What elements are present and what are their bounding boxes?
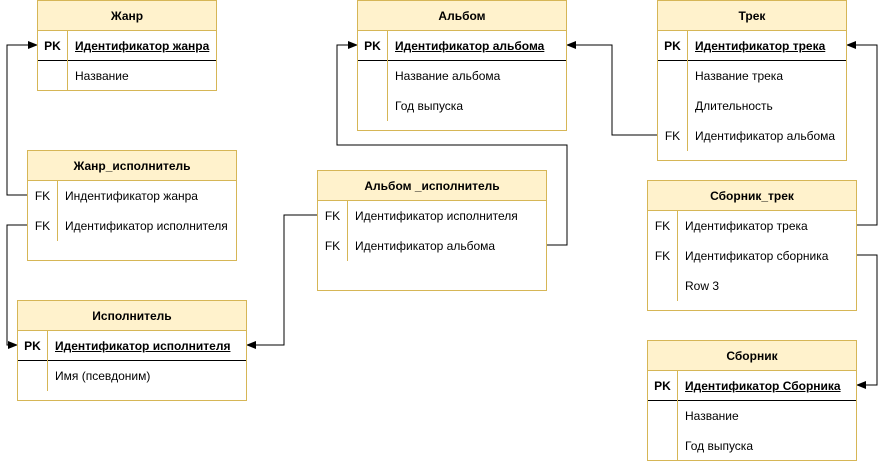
- attribute-label: Идентификатор трека: [685, 219, 808, 233]
- entity-album[interactable]: Альбом PK Идентификатор альбома Название…: [357, 0, 567, 131]
- attribute-row[interactable]: FK Идентификатор альбома: [318, 231, 546, 261]
- key-badge: [648, 401, 678, 431]
- attribute-label: Название альбома: [395, 69, 501, 83]
- attribute-row[interactable]: Название трека: [658, 61, 846, 91]
- entity-title: Исполнитель: [18, 301, 246, 331]
- connector-album-artist-to-artist: [246, 214, 317, 349]
- attribute-label: Row 3: [685, 279, 720, 293]
- key-badge: FK: [318, 231, 348, 261]
- attribute-label: Индентификатор жанра: [65, 189, 198, 203]
- key-badge: FK: [28, 211, 58, 241]
- attribute-row[interactable]: PK Идентификатор исполнителя: [18, 331, 246, 361]
- attribute-row[interactable]: Длительность: [658, 91, 846, 121]
- key-badge: [658, 61, 688, 91]
- attribute-row[interactable]: Имя (псевдоним): [18, 361, 246, 391]
- attribute-label: Название: [685, 409, 739, 423]
- entity-title: Трек: [658, 1, 846, 31]
- key-badge: PK: [18, 331, 48, 361]
- attribute-row[interactable]: Название: [648, 401, 856, 431]
- attribute-row[interactable]: FK Индентификатор жанра: [28, 181, 236, 211]
- attribute-row[interactable]: Год выпуска: [648, 431, 856, 461]
- entity-title: Жанр_исполнитель: [28, 151, 236, 181]
- entity-title: Сборник_трек: [648, 181, 856, 211]
- key-badge: FK: [658, 121, 688, 151]
- key-badge: [38, 61, 68, 91]
- attribute-row[interactable]: FK Идентификатор трека: [648, 211, 856, 241]
- key-badge: PK: [358, 31, 388, 61]
- attribute-label: Идентификатор альбома: [355, 239, 496, 253]
- entity-collection[interactable]: Сборник PK Идентификатор Сборника Назван…: [647, 340, 857, 461]
- attribute-label: Идентификатор альбома: [695, 129, 836, 143]
- key-badge: FK: [648, 241, 678, 271]
- attribute-row[interactable]: Год выпуска: [358, 91, 566, 121]
- attribute-row[interactable]: PK Идентификатор Сборника: [648, 371, 856, 401]
- attribute-label: Год выпуска: [685, 439, 753, 453]
- entity-track[interactable]: Трек PK Идентификатор трека Название тре…: [657, 0, 847, 161]
- attribute-row[interactable]: PK Идентификатор жанра: [38, 31, 216, 61]
- attribute-label: Идентификатор исполнителя: [65, 219, 228, 233]
- key-badge: [648, 271, 678, 301]
- attribute-label: Идентификатор жанра: [75, 39, 210, 53]
- attribute-row[interactable]: Название: [38, 61, 216, 91]
- attribute-label: Идентификатор Сборника: [685, 379, 841, 393]
- attribute-label: Идентификатор трека: [695, 39, 826, 53]
- attribute-label: Имя (псевдоним): [55, 369, 151, 383]
- attribute-label: Идентификатор исполнителя: [55, 339, 231, 353]
- attribute-row[interactable]: FK Идентификатор исполнителя: [318, 201, 546, 231]
- entity-genre[interactable]: Жанр PK Идентификатор жанра Название: [37, 0, 217, 91]
- connector-collection-track-to-collection: [856, 254, 878, 389]
- entity-genre-artist[interactable]: Жанр_исполнитель FK Индентификатор жанра…: [27, 150, 237, 261]
- entity-artist[interactable]: Исполнитель PK Идентификатор исполнителя…: [17, 300, 247, 401]
- entity-collection-track[interactable]: Сборник_трек FK Идентификатор трека FK И…: [647, 180, 857, 311]
- attribute-row[interactable]: Row 3: [648, 271, 856, 301]
- attribute-row[interactable]: PK Идентификатор трека: [658, 31, 846, 61]
- key-badge: FK: [28, 181, 58, 211]
- key-badge: [358, 61, 388, 91]
- attribute-row[interactable]: FK Идентификатор альбома: [658, 121, 846, 151]
- key-badge: PK: [658, 31, 688, 61]
- key-badge: [358, 91, 388, 121]
- attribute-label: Идентификатор исполнителя: [355, 209, 518, 223]
- key-badge: [18, 361, 48, 391]
- attribute-label: Идентификатор альбома: [395, 39, 545, 53]
- attribute-row[interactable]: PK Идентификатор альбома: [358, 31, 566, 61]
- key-badge: PK: [648, 371, 678, 401]
- attribute-row[interactable]: FK Идентификатор исполнителя: [28, 211, 236, 241]
- key-badge: PK: [38, 31, 68, 61]
- key-badge: FK: [648, 211, 678, 241]
- entity-album-artist[interactable]: Альбом _исполнитель FK Идентификатор исп…: [317, 170, 547, 291]
- key-badge: [658, 91, 688, 121]
- entity-title: Альбом: [358, 1, 566, 31]
- entity-title: Альбом _исполнитель: [318, 171, 546, 201]
- entity-title: Жанр: [38, 1, 216, 31]
- attribute-row[interactable]: Название альбома: [358, 61, 566, 91]
- attribute-label: Название трека: [695, 69, 783, 83]
- connector-track-to-album: [566, 41, 657, 136]
- attribute-label: Год выпуска: [395, 99, 463, 113]
- attribute-label: Идентификатор сборника: [685, 249, 829, 263]
- key-badge: [648, 431, 678, 461]
- attribute-label: Название: [75, 69, 129, 83]
- attribute-row[interactable]: FK Идентификатор сборника: [648, 241, 856, 271]
- attribute-label: Длительность: [695, 99, 773, 113]
- key-badge: FK: [318, 201, 348, 231]
- entity-title: Сборник: [648, 341, 856, 371]
